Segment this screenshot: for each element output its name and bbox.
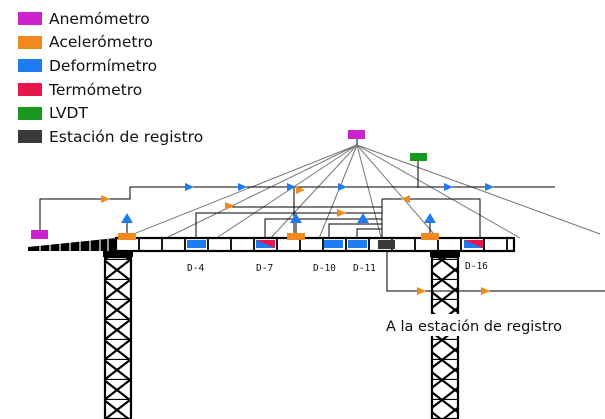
legend-item-accelerometer: Acelerómetro [18,31,203,55]
accelerometer-sensor [287,233,305,240]
pier-right [430,251,460,419]
legend-item-station: Estación de registro [18,125,203,149]
approach-anemometer [31,230,48,239]
section-label: D-16 [465,261,488,272]
strain-gauge-swatch [18,59,42,73]
data-cables [39,186,605,292]
legend-label: Anemómetro [49,9,150,28]
legend-label: Deformímetro [49,56,158,75]
legend-label: Estación de registro [49,127,204,146]
signal-arrows-blue [121,183,494,223]
accelerometer-sensor [421,233,439,240]
station-swatch [18,130,42,144]
thermometer-sensor [256,240,275,248]
legend: Anemómetro Acelerómetro Deformímetro Ter… [18,7,203,149]
signal-arrows-orange [101,186,490,295]
legend-item-thermometer: Termómetro [18,78,203,102]
cable-stays [115,144,601,242]
lvdt-sensor [410,153,427,161]
accelerometer-sensor [118,233,136,240]
legend-label: Termómetro [49,80,143,99]
strain-gauge-sensor [187,240,206,248]
legend-item-lvdt: LVDT [18,101,203,125]
recording-station-note: A la estación de registro [386,319,562,335]
section-label: D-4 [187,263,204,274]
legend-item-strain-gauge: Deformímetro [18,54,203,78]
pier-left [103,251,133,419]
anemometer-swatch [18,12,42,26]
accelerometer-swatch [18,35,42,49]
section-label: D-11 [353,263,376,274]
legend-label: Acelerómetro [49,33,153,52]
thermometer-swatch [18,83,42,97]
thermometer-sensor [464,240,483,248]
recording-station [378,240,395,249]
mast-anemometer [348,130,365,139]
legend-label: LVDT [49,104,88,123]
lvdt-swatch [18,106,42,120]
strain-gauge-sensor [324,240,343,248]
bridge-deck [28,236,516,253]
section-label: D-10 [313,263,336,274]
deck-sensors [118,233,483,249]
strain-gauge-sensor [348,240,367,248]
section-label: D-7 [256,263,273,274]
legend-item-anemometer: Anemómetro [18,7,203,31]
